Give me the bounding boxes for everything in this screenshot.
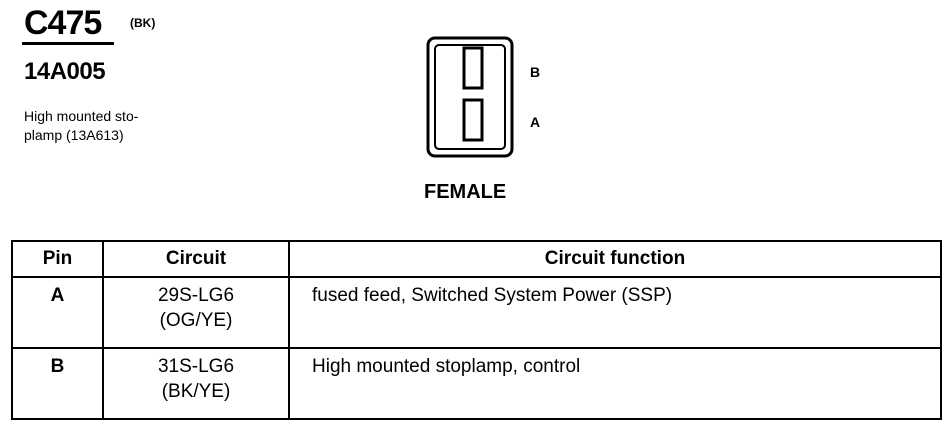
header-circuit-function: Circuit function [288,240,942,278]
circuit-function-cell: High mounted stoplamp, control [288,347,942,420]
description-line: High mounted sto- [24,108,139,124]
wire-color: (BK/YE) [161,381,231,402]
circuit-function-cell: fused feed, Switched System Power (SSP) [288,276,942,349]
table-row: A 29S-LG6 (OG/YE) fused feed, Switched S… [11,276,942,349]
header-pin: Pin [11,240,104,278]
connector-color-code: (BK) [130,16,156,30]
part-number: 14A005 [24,58,106,85]
pin-cell: A [11,276,104,349]
table-row: B 31S-LG6 (BK/YE) High mounted stoplamp,… [11,347,942,420]
pin-cell: B [11,347,104,420]
pin-a-label: A [530,114,541,130]
connector-housing-outer [426,36,514,158]
circuit-cell: 31S-LG6 (BK/YE) [102,347,290,420]
connector-id: C475 [24,4,102,42]
wire-color: (OG/YE) [159,310,233,331]
connector-description: High mounted sto- plamp (13A613) [24,107,184,145]
connector-face-diagram [426,36,514,158]
pin-b-label: B [530,64,541,80]
connector-gender-label: FEMALE [424,181,507,203]
table-header-row: Pin Circuit Circuit function [11,240,942,278]
pin-b-cavity [462,46,484,90]
connector-id-underline [22,42,114,45]
circuit-cell: 29S-LG6 (OG/YE) [102,276,290,349]
connector-housing-inner [434,44,506,150]
description-line: plamp (13A613) [24,127,124,143]
circuit-number: 29S-LG6 [157,285,235,306]
pin-out-table: Pin Circuit Circuit function A 29S-LG6 (… [11,240,942,420]
circuit-number: 31S-LG6 [157,356,235,377]
pin-a-cavity [462,98,484,142]
header-circuit: Circuit [102,240,290,278]
